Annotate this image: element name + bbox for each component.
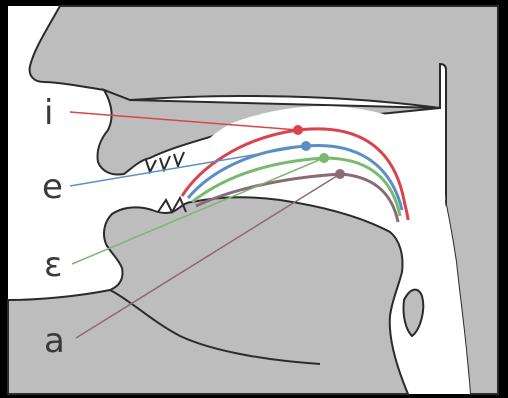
point-a [335,169,345,179]
label-e: e [42,167,63,207]
point-epsilon [319,153,329,163]
label-a: a [44,321,65,361]
label-epsilon: ɛ [44,245,62,285]
point-i [293,125,303,135]
point-e [301,141,311,151]
label-i: i [44,93,53,133]
